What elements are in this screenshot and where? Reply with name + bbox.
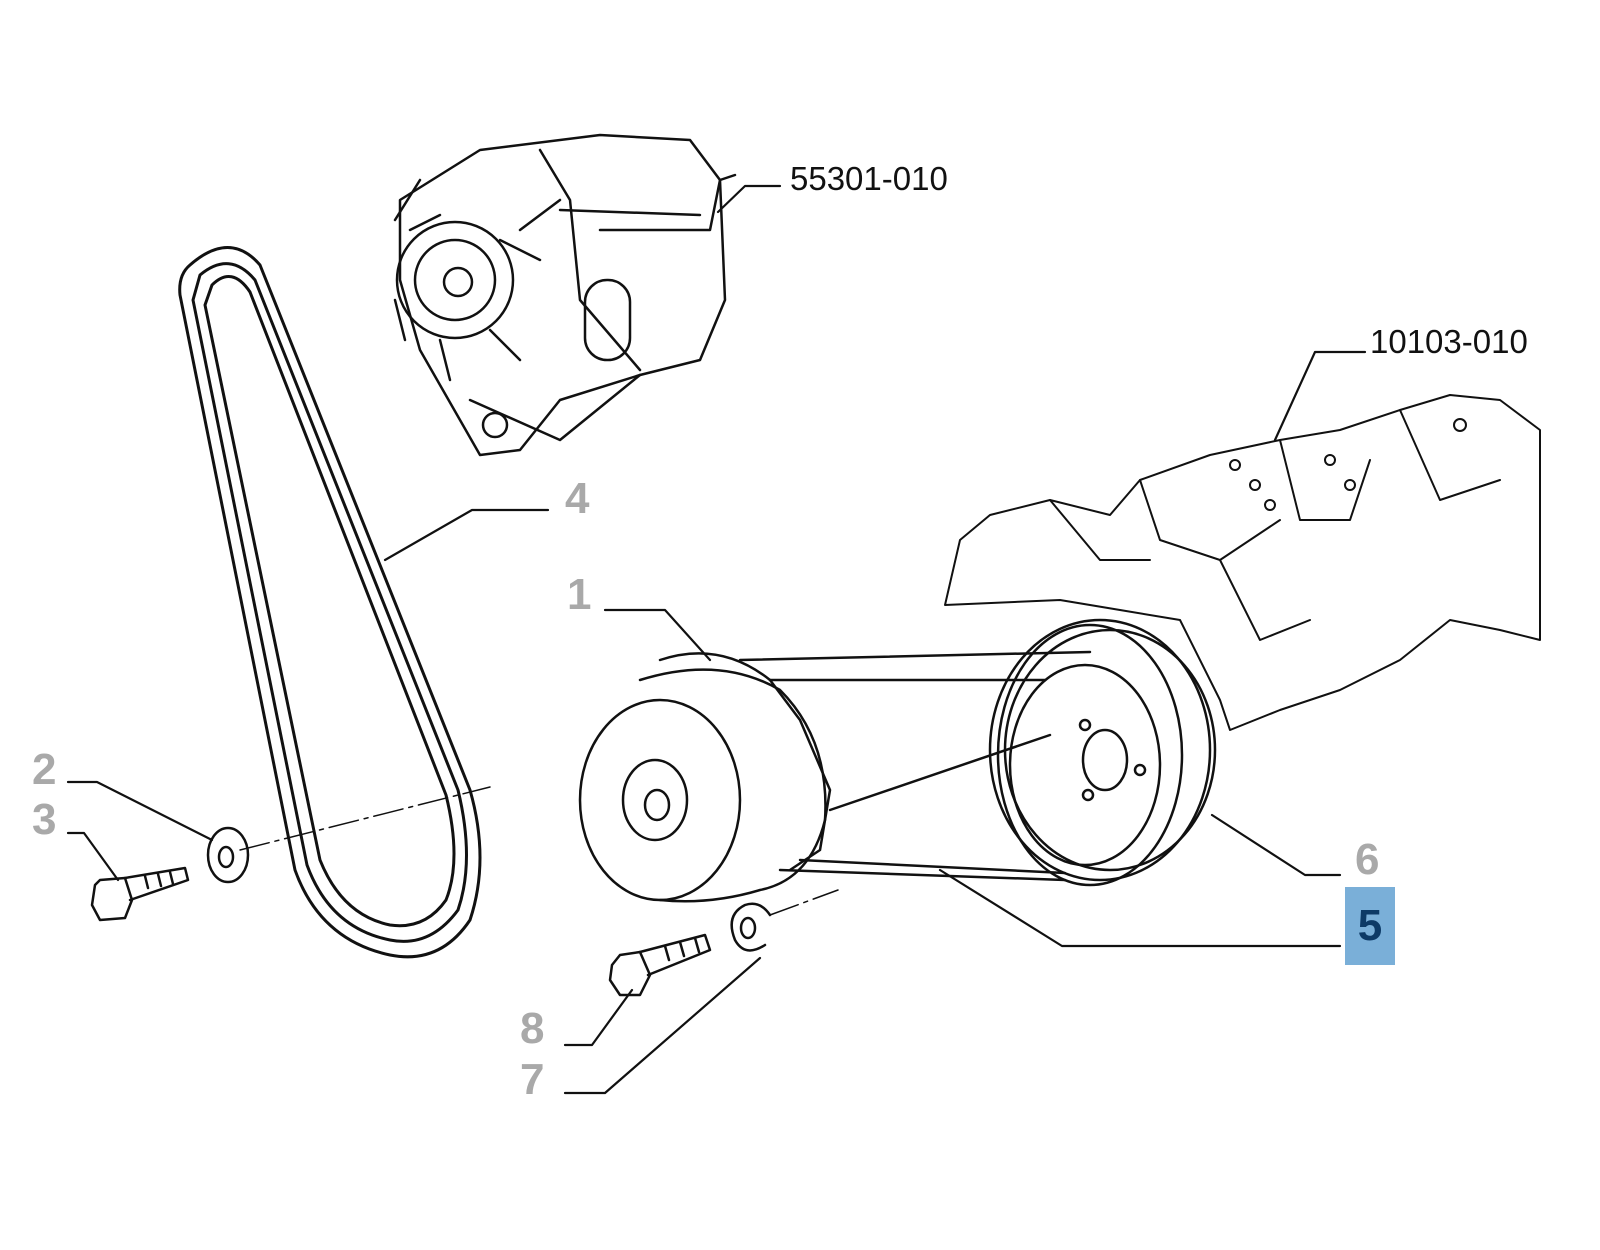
- crankshaft-drawing: [944, 394, 1541, 731]
- pulley-drawing: [578, 618, 1217, 903]
- callout-5-selected[interactable]: 5: [1345, 887, 1395, 965]
- part-number-crankshaft[interactable]: 10103-010: [1370, 323, 1528, 360]
- callout-3[interactable]: 3: [32, 795, 57, 844]
- washer-left-drawing: [206, 826, 250, 884]
- centre-lines: [239, 786, 839, 916]
- part-number-alternator[interactable]: 55301-010: [790, 160, 948, 197]
- callout-8[interactable]: 8: [520, 1004, 545, 1053]
- belt-drawing: [178, 246, 482, 959]
- bolt-left-drawing: [90, 866, 190, 922]
- leader-lines: [66, 184, 1367, 1095]
- washer-right-drawing: [730, 902, 772, 952]
- alternator-drawing: [393, 133, 737, 457]
- callout-7[interactable]: 7: [520, 1055, 545, 1104]
- bolt-right-drawing: [608, 933, 712, 997]
- callout-6[interactable]: 6: [1355, 835, 1380, 884]
- callout-2[interactable]: 2: [32, 745, 57, 794]
- callout-4[interactable]: 4: [565, 474, 590, 523]
- callout-1[interactable]: 1: [567, 570, 592, 619]
